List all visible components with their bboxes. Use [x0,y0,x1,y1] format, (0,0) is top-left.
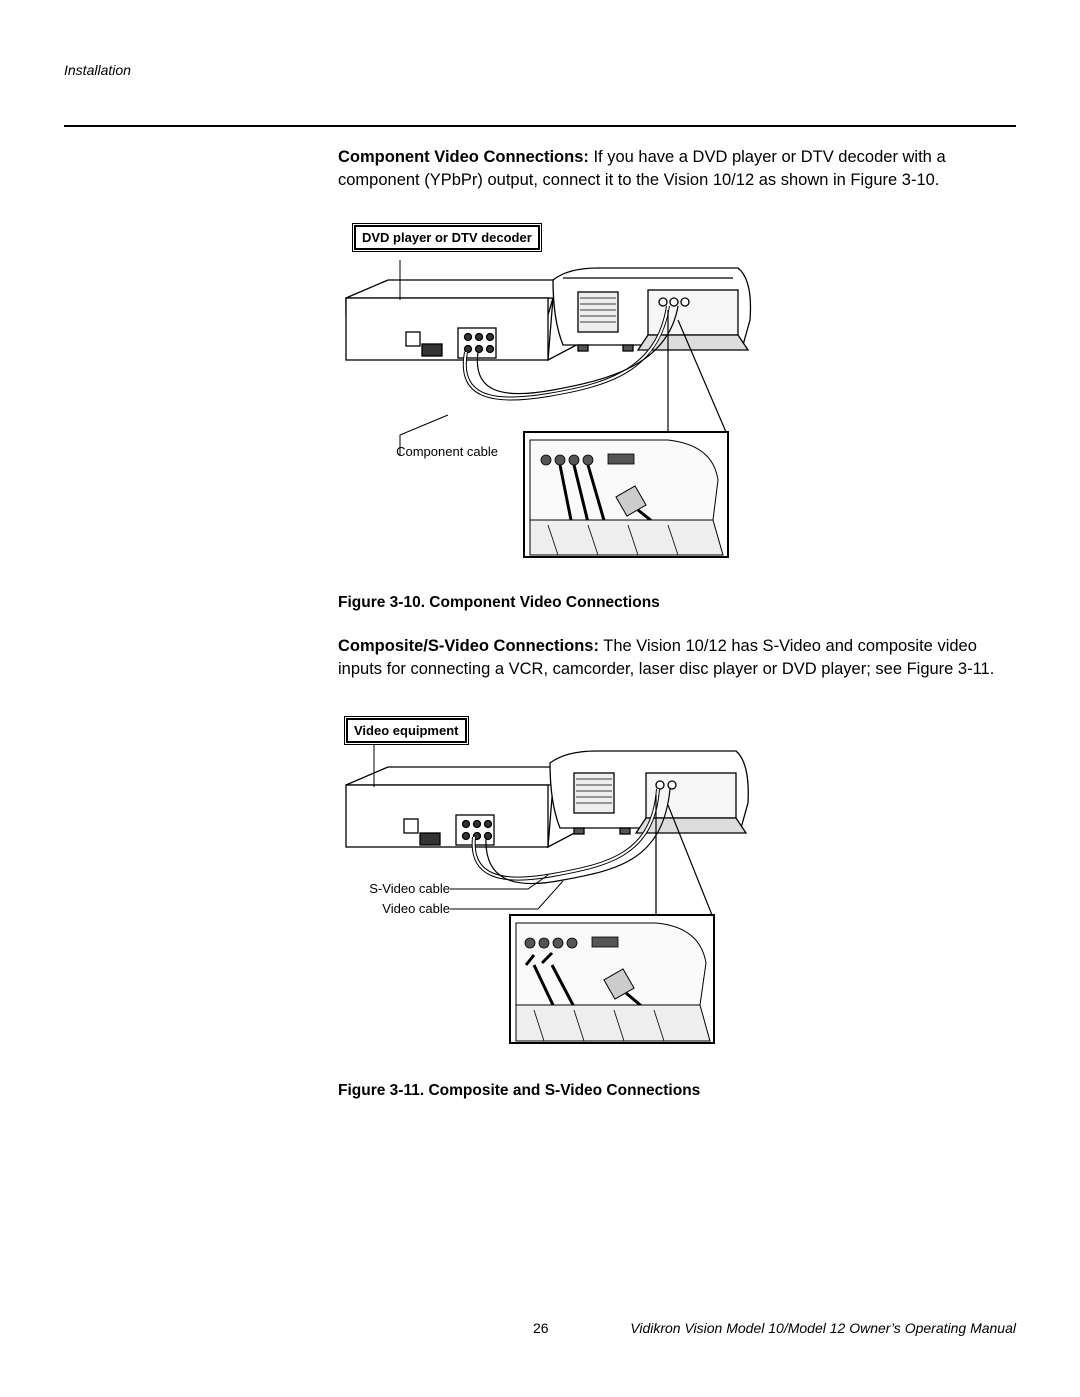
component-connection-illustration [345,260,752,558]
dvd-player-illustration [345,278,589,362]
svideo-cable-label: S-Video cable [369,881,450,896]
composite-detail-inset [509,914,715,1044]
figure-composite-diagram [338,715,758,1050]
section-header: Installation [64,62,131,78]
composite-paragraph: Composite/S-Video Connections: The Visio… [338,635,998,681]
composite-lead: Composite/S-Video Connections: [338,637,599,655]
figure-3-10-caption: Figure 3-10. Component Video Connections [338,594,660,611]
composite-connection-illustration [345,743,749,1044]
component-text: If you have a DVD player or DTV decoder … [338,148,946,189]
figure-3-11-caption: Figure 3-11. Composite and S-Video Conne… [338,1082,701,1099]
component-detail-inset [523,431,729,558]
projector-illustration [552,267,752,352]
component-cable-label: Component cable [396,444,498,459]
video-equipment-callout: Video equipment [346,718,467,743]
composite-text: The Vision 10/12 has S-Video and composi… [338,637,995,678]
video-cable-label: Video cable [382,901,450,916]
page-number: 26 [533,1320,549,1336]
component-paragraph: Component Video Connections: If you have… [338,146,998,192]
component-lead: Component Video Connections: [338,148,589,166]
dvd-player-callout: DVD player or DTV decoder [354,225,540,250]
manual-title: Vidikron Vision Model 10/Model 12 Owner’… [630,1320,1016,1336]
projector-illustration-2 [549,750,749,835]
figure-component-diagram [338,220,758,565]
header-rule [64,125,1016,127]
